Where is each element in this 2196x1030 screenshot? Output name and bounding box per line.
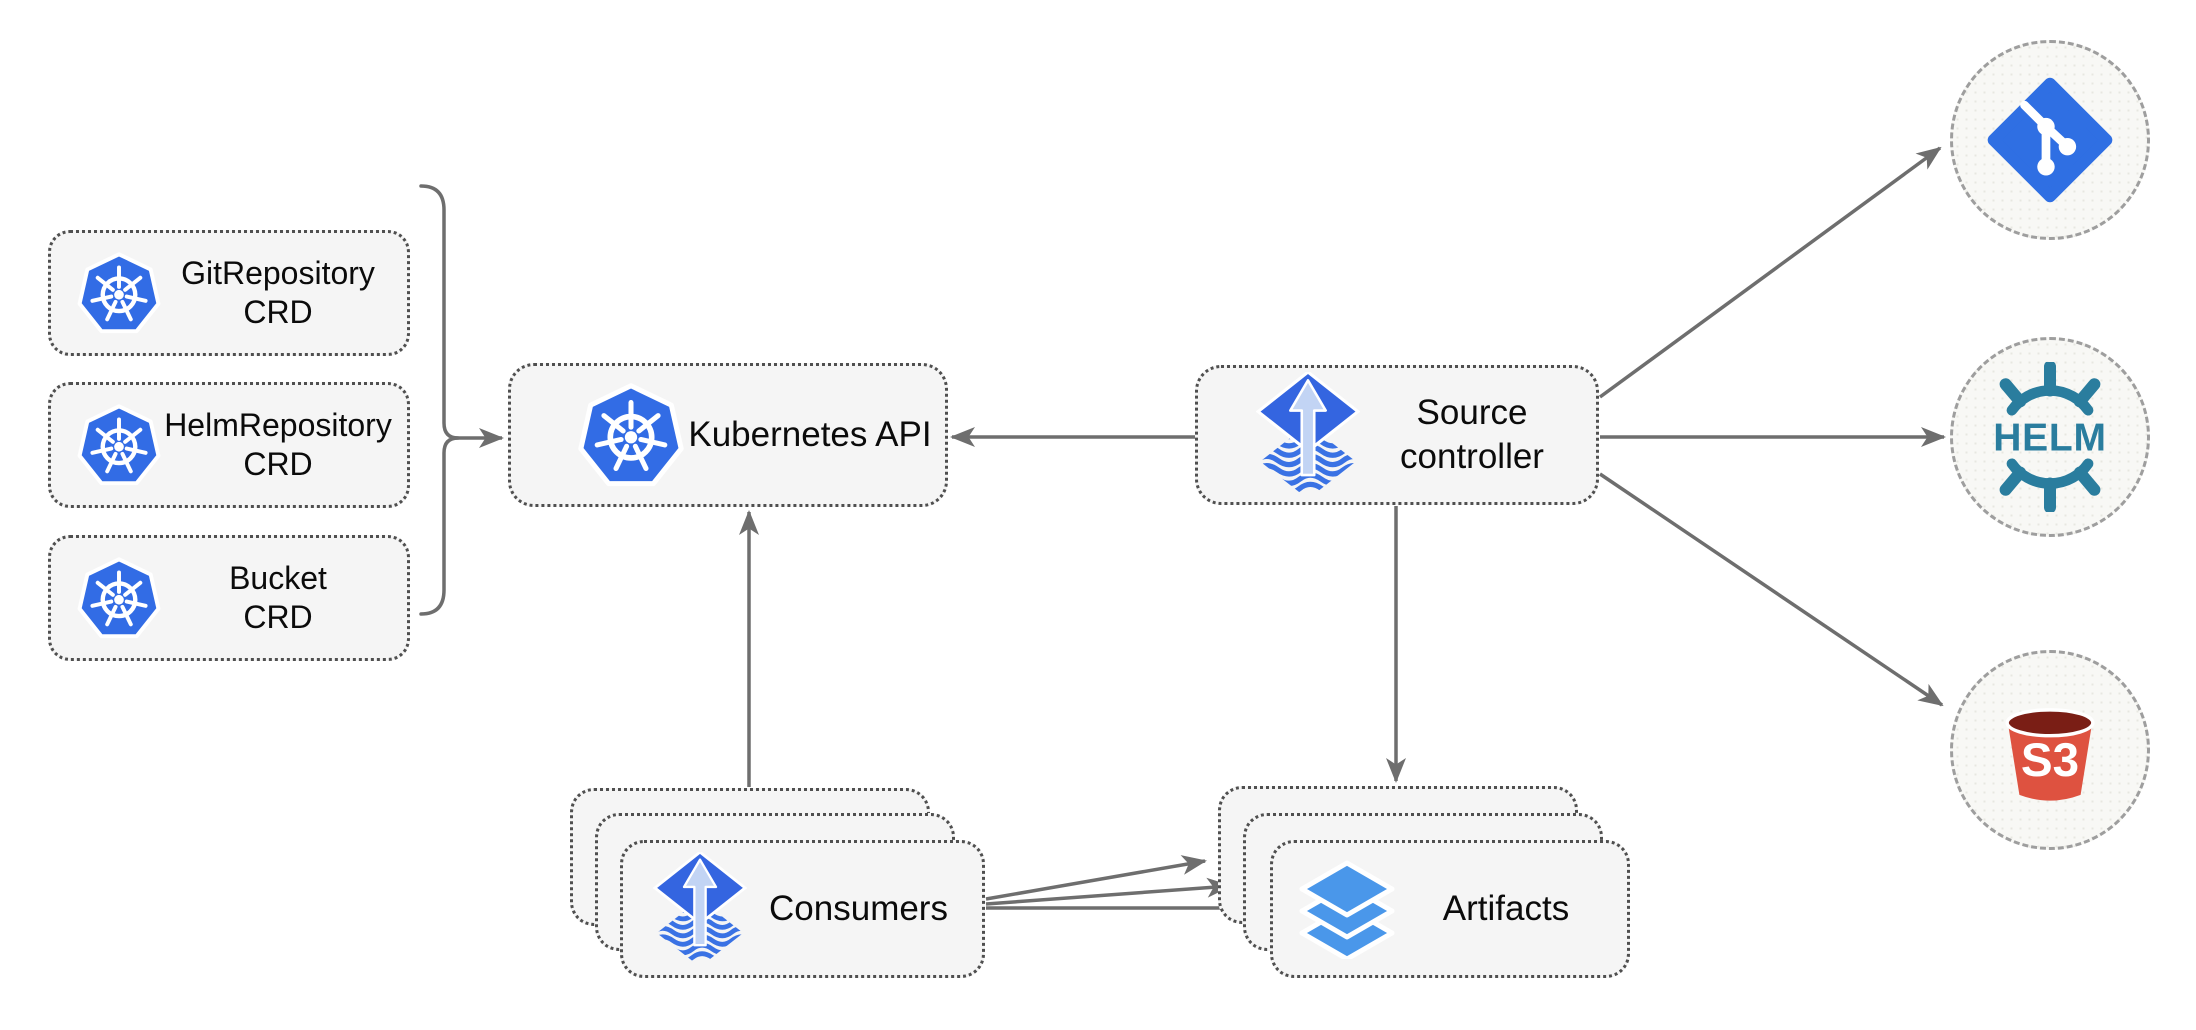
node-source-controller: Source controller: [1195, 365, 1599, 505]
edge-consumers-to-artifacts-1: [985, 855, 1207, 901]
kubernetes-api-label: Kubernetes API: [688, 415, 932, 455]
kubernetes-icon: [75, 249, 163, 337]
edge-source-controller-to-s3: [1599, 472, 1944, 707]
crd-subtitle: CRD: [243, 446, 313, 482]
node-helm-source: HELM: [1950, 337, 2150, 537]
node-s3-source: S3: [1950, 650, 2150, 850]
node-git-source: [1950, 40, 2150, 240]
node-consumers: Consumers: [620, 840, 985, 978]
crd-subtitle: CRD: [243, 294, 313, 330]
node-gitrepository-crd: GitRepository CRD: [48, 230, 410, 356]
kubernetes-icon: [575, 379, 687, 491]
node-artifacts: Artifacts: [1270, 840, 1630, 978]
node-label: GitRepository CRD: [163, 254, 407, 332]
kubernetes-icon: [75, 401, 163, 489]
crd-subtitle: CRD: [243, 599, 313, 635]
flux-source-icon: [1256, 372, 1360, 499]
crd-title: GitRepository: [181, 254, 375, 291]
layers-icon: [1297, 859, 1397, 959]
edge-source-controller-to-git: [1598, 146, 1942, 399]
node-label: Consumers: [747, 887, 982, 931]
helm-label: HELM: [1993, 417, 2107, 460]
artifacts-label: Artifacts: [1442, 889, 1570, 929]
flux-source-icon: [653, 852, 747, 967]
node-helmrepository-crd: HelmRepository CRD: [48, 382, 410, 508]
source-controller-subtitle: controller: [1400, 437, 1544, 476]
s3-label: S3: [2021, 734, 2079, 787]
node-label: Kubernetes API: [687, 413, 945, 457]
git-icon: [1983, 73, 2117, 207]
kubernetes-icon: [75, 554, 163, 642]
source-controller-title: Source: [1416, 393, 1528, 433]
crd-title: HelmRepository: [164, 406, 392, 443]
s3-bucket-icon: S3: [1982, 682, 2118, 818]
helm-icon: HELM: [1975, 362, 2125, 512]
consumers-label: Consumers: [769, 889, 948, 929]
node-bucket-crd: Bucket CRD: [48, 535, 410, 661]
crd-title: Bucket: [229, 559, 327, 596]
node-label: Artifacts: [1397, 887, 1627, 931]
node-label: Source controller: [1360, 391, 1596, 479]
node-label: HelmRepository CRD: [163, 406, 407, 484]
edge-consumers-to-artifacts-2: [985, 877, 1232, 906]
crd-group-bracket: [419, 184, 460, 616]
node-kubernetes-api: Kubernetes API: [508, 363, 948, 507]
node-label: Bucket CRD: [163, 559, 407, 637]
